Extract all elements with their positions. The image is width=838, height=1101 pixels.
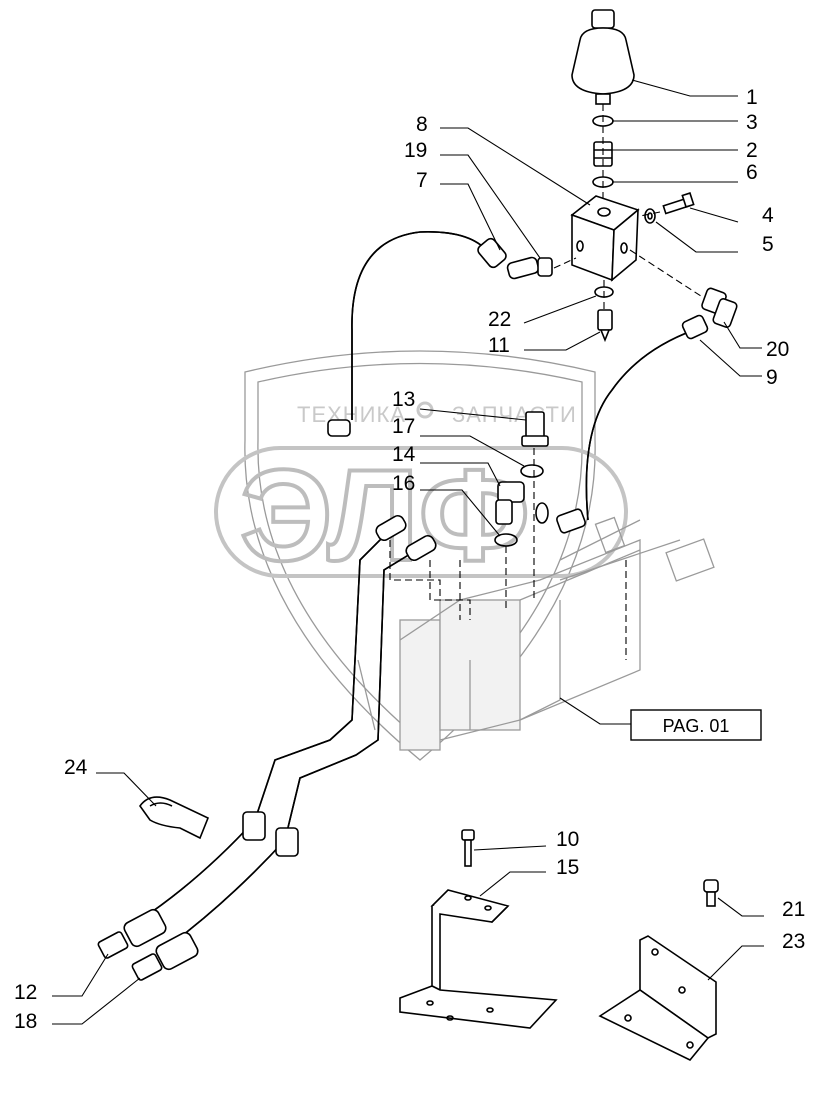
bolt-4 — [662, 192, 695, 215]
reference-box-label: PAG. 01 — [663, 716, 730, 736]
callout-15[interactable]: 15 — [556, 856, 579, 879]
bracket-15 — [399, 889, 558, 1029]
o-ring-17 — [520, 464, 544, 478]
washer-5 — [644, 208, 656, 224]
elbow-14 — [495, 481, 525, 525]
callout-11[interactable]: 11 — [488, 334, 510, 357]
pipes-12-18 — [97, 514, 437, 981]
callout-10[interactable]: 10 — [556, 828, 579, 851]
callout-23[interactable]: 23 — [782, 930, 805, 953]
callout-13[interactable]: 13 — [392, 388, 415, 411]
callout-1[interactable]: 1 — [746, 86, 758, 109]
callout-7[interactable]: 7 — [416, 169, 428, 192]
callout-20[interactable]: 20 — [766, 338, 789, 361]
leader-lines — [52, 79, 764, 1025]
reference-box[interactable]: PAG. 01 — [630, 709, 762, 741]
callout-5[interactable]: 5 — [762, 233, 774, 256]
hose-7 — [327, 231, 507, 437]
callout-3[interactable]: 3 — [746, 111, 758, 134]
callout-24[interactable]: 24 — [64, 756, 88, 779]
hose-9 — [556, 314, 709, 534]
callout-19[interactable]: 19 — [404, 139, 427, 162]
screw-21 — [703, 879, 719, 907]
callout-labels: 1 3 2 6 8 19 7 4 5 22 11 20 9 13 17 14 1… — [14, 86, 805, 1033]
callout-18[interactable]: 18 — [14, 1010, 37, 1033]
elbow-19 — [506, 256, 553, 280]
bracket-23 — [598, 935, 717, 1061]
valve-bank-ghost — [357, 516, 715, 751]
watermark-big-text: ЭЛФ — [240, 442, 530, 588]
elbow-20 — [701, 287, 738, 328]
watermark: ТЕХНИКА ЗАПЧАСТИ ЭЛФ — [214, 350, 715, 761]
callout-16[interactable]: 16 — [392, 472, 415, 495]
manifold-block-8 — [570, 195, 640, 282]
callout-2[interactable]: 2 — [746, 139, 758, 162]
callout-12[interactable]: 12 — [14, 981, 37, 1004]
watermark-band — [214, 446, 628, 578]
assembly-lines — [389, 104, 705, 620]
fitting-13 — [521, 411, 549, 447]
accumulator — [571, 9, 635, 105]
callout-9[interactable]: 9 — [766, 366, 778, 389]
callout-14[interactable]: 14 — [392, 443, 416, 466]
callout-22[interactable]: 22 — [488, 308, 511, 331]
watermark-text-left: ТЕХНИКА — [297, 402, 406, 427]
callout-6[interactable]: 6 — [746, 161, 758, 184]
callout-21[interactable]: 21 — [782, 898, 805, 921]
watermark-shield — [244, 350, 596, 761]
callout-4[interactable]: 4 — [762, 204, 774, 227]
bolt-10 — [461, 829, 475, 867]
plug-11 — [597, 309, 613, 343]
clip-24 — [139, 796, 210, 840]
callout-8[interactable]: 8 — [416, 113, 428, 136]
callout-17[interactable]: 17 — [392, 415, 415, 438]
